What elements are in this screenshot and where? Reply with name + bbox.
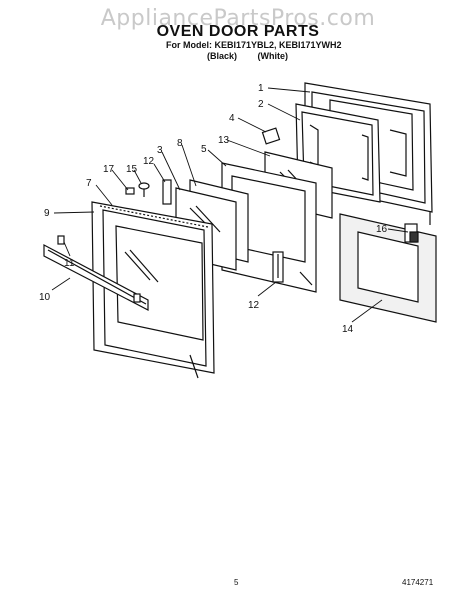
variant-black: (Black) xyxy=(207,51,238,61)
part-hinge-lower xyxy=(272,251,284,283)
watermark: AppliancePartsPros.com xyxy=(100,6,376,31)
part-clip xyxy=(125,187,135,195)
color-variants: (Black) (White) xyxy=(207,51,306,61)
callout-12-bottom: 12 xyxy=(248,300,260,311)
callout-10: 10 xyxy=(39,292,51,303)
part-bracket-small xyxy=(261,127,281,145)
callout-9: 9 xyxy=(44,208,50,219)
document-code: 4174271 xyxy=(402,578,434,587)
callout-7: 7 xyxy=(86,178,92,189)
callout-16: 16 xyxy=(376,224,388,235)
callout-5: 5 xyxy=(201,144,207,155)
callout-17: 17 xyxy=(103,164,115,175)
callout-15: 15 xyxy=(126,164,138,175)
part-outer-door-panel xyxy=(91,201,215,379)
page-number: 5 xyxy=(234,578,239,587)
part-fastener xyxy=(138,182,150,197)
part-door-handle xyxy=(43,235,149,311)
model-line: For Model: KEBI171YBL2, KEBI171YWH2 xyxy=(166,40,342,50)
callout-14: 14 xyxy=(342,324,354,335)
callout-2: 2 xyxy=(258,99,264,110)
callout-8: 8 xyxy=(177,138,183,149)
callout-1: 1 xyxy=(258,83,264,94)
callout-11: 11 xyxy=(64,258,75,269)
callout-13: 13 xyxy=(218,135,230,146)
callout-12-top: 12 xyxy=(143,156,155,167)
part-door-insulation xyxy=(339,213,437,323)
callout-4: 4 xyxy=(229,113,235,124)
callout-3: 3 xyxy=(157,145,163,156)
part-hinge-upper xyxy=(162,179,172,205)
variant-white: (White) xyxy=(257,51,289,61)
page-title: OVEN DOOR PARTS xyxy=(156,23,320,40)
